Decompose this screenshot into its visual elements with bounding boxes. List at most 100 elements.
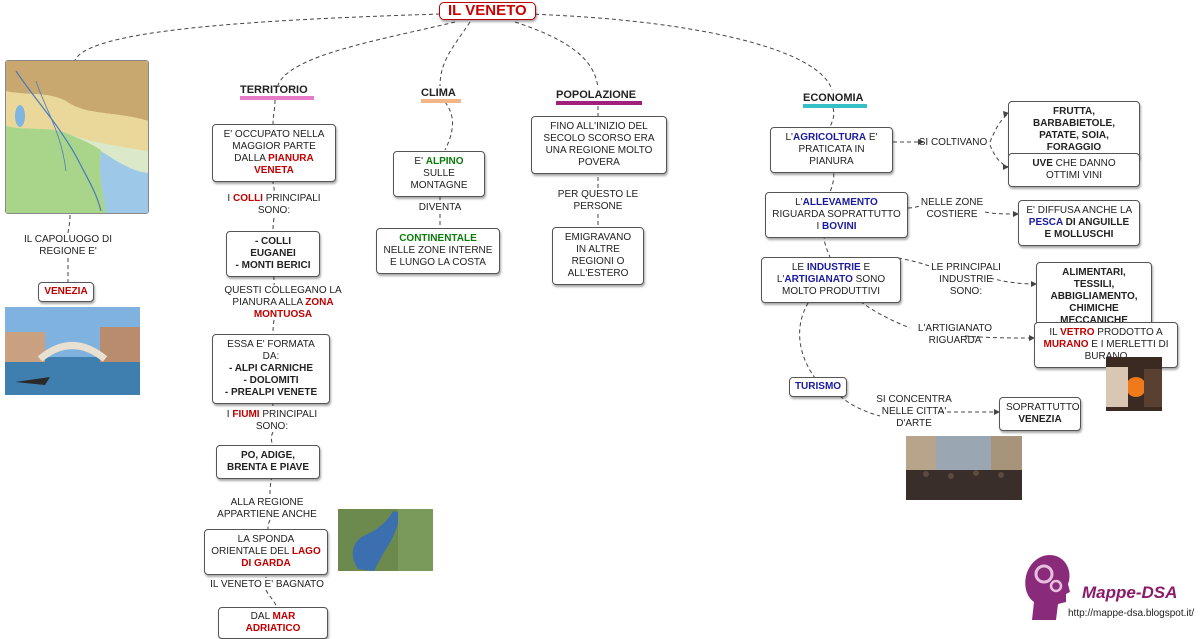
industrie-e: SONO MOLTO PRODUTTIVI xyxy=(782,274,886,297)
soprattutto-a: SOPRATTUTTO xyxy=(1006,402,1080,413)
alpino-a: E' xyxy=(414,156,426,167)
mare-text: DAL xyxy=(250,611,273,622)
si-coltivano-label: SI COLTIVANO xyxy=(918,137,988,148)
colli-list: - COLLI EUGANEI - MONTI BERICI xyxy=(226,231,320,277)
per-questo-label: PER QUESTO LE PERSONE xyxy=(557,189,639,212)
garda-illustration xyxy=(338,509,433,571)
soprattutto-box: SOPRATTUTTO VENEZIA xyxy=(999,397,1081,431)
turismo-box: TURISMO xyxy=(789,377,847,397)
colli-item: - COLLI EUGANEI xyxy=(250,236,296,259)
clima-underline xyxy=(421,99,461,103)
vetro-a: IL xyxy=(1049,327,1061,338)
economia-underline xyxy=(803,104,867,108)
formata-label: ESSA E' FORMATA DA: xyxy=(227,339,315,362)
continentale-word: CONTINENTALE xyxy=(399,233,477,244)
vetro-b: VETRO xyxy=(1060,327,1095,338)
header-economia: ECONOMIA xyxy=(803,92,864,104)
tourists-photo xyxy=(906,436,1022,500)
diventa-label: DIVENTA xyxy=(418,202,462,213)
venezia-photo xyxy=(5,307,140,395)
industrie-list-box: ALIMENTARI, TESSILI, ABBIGLIAMENTO, CHIM… xyxy=(1036,262,1152,332)
agricoltura-a: L' xyxy=(785,132,793,143)
murano-glass-photo xyxy=(1106,357,1162,411)
soprattutto-b: VENEZIA xyxy=(1018,414,1062,425)
popolazione-underline xyxy=(556,101,642,105)
zone-costiere-label: NELLE ZONE COSTIERE xyxy=(920,197,984,220)
fiumi-box: PO, ADIGE, BRENTA E PIAVE xyxy=(216,445,320,479)
industrie-d: ARTIGIANATO xyxy=(784,274,853,285)
collegano-label: QUESTI COLLEGANO LA PIANURA ALLA ZONA MO… xyxy=(208,285,358,321)
colli-item: - MONTI BERICI xyxy=(235,260,311,271)
agricoltura-c: E' PRATICATA IN PIANURA xyxy=(798,132,878,167)
popolazione-povera: FINO ALL'INIZIO DEL SECOLO SCORSO ERA UN… xyxy=(531,116,667,174)
alpino-b: ALPINO xyxy=(425,156,464,167)
colli-label-c: PRINCIPALI SONO: xyxy=(257,193,321,216)
mare-box: DAL MAR ADRIATICO xyxy=(218,607,328,639)
vetro-d: MURANO xyxy=(1043,339,1089,350)
map-title: IL VENETO xyxy=(439,2,536,20)
gear-head-icon xyxy=(1025,554,1070,620)
clima-alpino: E' ALPINO SULLE MONTAGNE xyxy=(393,151,485,197)
lago-di-garda: LAGO DI GARDA xyxy=(241,546,321,569)
colli-label-b: COLLI xyxy=(232,193,263,204)
economia-agricoltura: L'AGRICOLTURA E' PRATICATA IN PIANURA xyxy=(770,127,893,173)
header-clima: CLIMA xyxy=(421,87,456,99)
fiumi-label-c: PRINCIPALI SONO: xyxy=(255,409,318,432)
sponda-text: LA SPONDA ORIENTALE DEL xyxy=(211,534,295,557)
economia-industrie: LE INDUSTRIE E L'ARTIGIANATO SONO MOLTO … xyxy=(761,257,901,303)
pesca-b: PESCA xyxy=(1028,217,1063,228)
map-illustration xyxy=(6,61,148,213)
clima-continentale: CONTINENTALE NELLE ZONE INTERNE E LUNGO … xyxy=(376,228,500,274)
economia-allevamento: L'ALLEVAMENTO RIGUARDA SOPRATTUTTO I BOV… xyxy=(765,192,908,238)
colli-label-a: I xyxy=(227,193,233,204)
popolazione-emigravano: EMIGRAVANO IN ALTRE REGIONI O ALL'ESTERO xyxy=(552,227,644,285)
fiumi-label-a: I xyxy=(226,409,233,420)
vetro-c: PRODOTTO A xyxy=(1094,327,1163,338)
uve-a: UVE xyxy=(1032,158,1053,169)
capoluogo-city: VENEZIA xyxy=(38,282,94,302)
territorio-occupato: E' OCCUPATO NELLA MAGGIOR PARTE DALLA PI… xyxy=(212,124,336,182)
fiumi-label: I FIUMI PRINCIPALI SONO: xyxy=(213,409,331,433)
territorio-underline xyxy=(240,96,314,100)
allevamento-a: L' xyxy=(795,197,803,208)
brand-url[interactable]: http://mappe-dsa.blogspot.it/ xyxy=(1068,608,1195,619)
veneto-map-image xyxy=(5,60,149,214)
formata-item: - PREALPI VENETE xyxy=(224,387,318,398)
formata-item: - DOLOMITI xyxy=(243,375,299,386)
murano-illustration xyxy=(1106,357,1162,411)
lago-di-garda-photo xyxy=(338,509,433,571)
uve-b: CHE DANNO OTTIMI VINI xyxy=(1045,158,1116,181)
industrie-a: LE xyxy=(791,262,807,273)
brand-name: Mappe-DSA xyxy=(1082,583,1178,602)
colli-label: I COLLI PRINCIPALI SONO: xyxy=(215,193,333,217)
sponda-box: LA SPONDA ORIENTALE DEL LAGO DI GARDA xyxy=(204,529,328,575)
bagnato-label: IL VENETO E' BAGNATO xyxy=(210,579,324,590)
tourists-illustration xyxy=(906,436,1022,500)
allevamento-d: BOVINI xyxy=(822,221,857,232)
artigianato-label: L'ARTIGIANATO RIGUARDA xyxy=(917,323,993,346)
agricoltura-b: AGRICOLTURA xyxy=(792,132,867,143)
allevamento-c: RIGUARDA SOPRATTUTTO I xyxy=(772,209,901,232)
header-popolazione: POPOLAZIONE xyxy=(556,89,637,101)
pesca-a: E' DIFFUSA ANCHE LA xyxy=(1026,205,1132,216)
pesca-box: E' DIFFUSA ANCHE LA PESCA DI ANGUILLE E … xyxy=(1018,200,1140,246)
header-territorio: TERRITORIO xyxy=(240,84,308,96)
occupato-text: E' OCCUPATO NELLA MAGGIOR PARTE DALLA xyxy=(223,129,325,164)
continentale-text: NELLE ZONE INTERNE E LUNGO LA COSTA xyxy=(383,245,493,268)
alpino-c: SULLE MONTAGNE xyxy=(410,168,468,191)
frutta-box: FRUTTA, BARBABIETOLE, PATATE, SOIA, FORA… xyxy=(1008,101,1140,159)
venezia-illustration xyxy=(5,307,140,395)
formata-item: - ALPI CARNICHE xyxy=(228,363,314,374)
fiumi-label-b: FIUMI xyxy=(232,409,260,420)
regione-label: ALLA REGIONE APPARTIENE ANCHE xyxy=(217,497,317,520)
pianura-veneta: PIANURA VENETA xyxy=(254,153,314,176)
citta-arte-label: SI CONCENTRA NELLE CITTA' D'ARTE xyxy=(876,394,952,429)
vetro-e: E I MERLETTI DI BURANO xyxy=(1084,339,1169,362)
industrie-c: E L' xyxy=(776,262,871,285)
uve-box: UVE CHE DANNO OTTIMI VINI xyxy=(1008,153,1140,187)
collegano-text: QUESTI COLLEGANO LA PIANURA ALLA xyxy=(224,285,342,308)
mar-adriatico: MAR ADRIATICO xyxy=(245,611,301,634)
pesca-c: DI ANGUILLE E MOLLUSCHI xyxy=(1044,217,1130,240)
allevamento-b: ALLEVAMENTO xyxy=(802,197,878,208)
industrie-b: INDUSTRIE xyxy=(806,262,861,273)
